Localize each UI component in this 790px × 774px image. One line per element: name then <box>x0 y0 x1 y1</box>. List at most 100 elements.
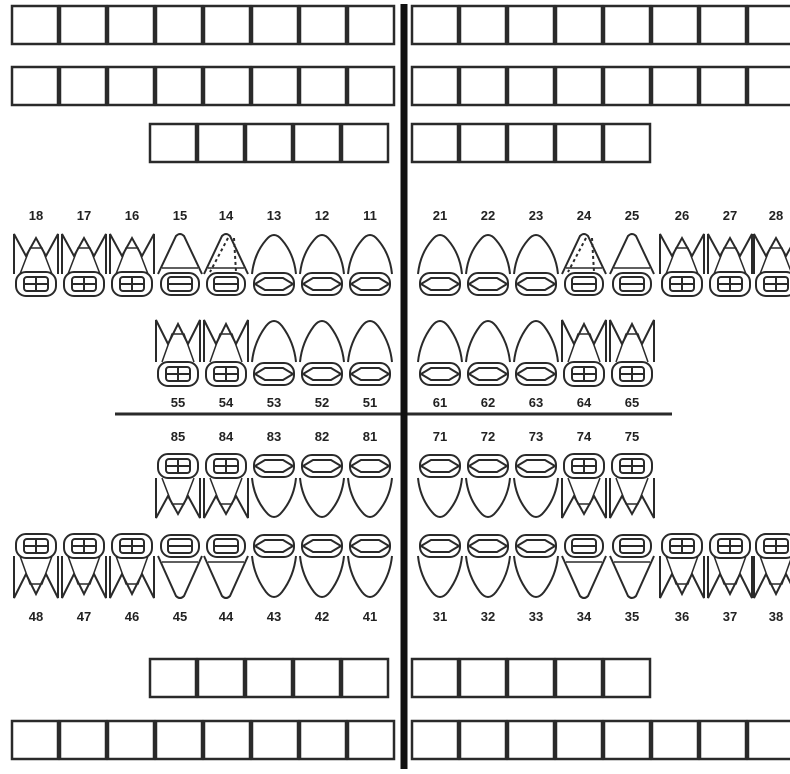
lower-permanent-label-46: 46 <box>125 609 139 624</box>
lower-primary-label-84: 84 <box>219 429 234 444</box>
root-outline <box>660 234 704 274</box>
upper-primary-label-62: 62 <box>481 395 495 410</box>
box-row-1-box <box>412 6 458 44</box>
box-row-4-box <box>508 659 554 697</box>
upper-permanent-label-25: 25 <box>625 208 639 223</box>
box-row-5-box <box>604 721 650 759</box>
occlusal-outline <box>302 535 342 557</box>
occlusal-outline <box>254 535 294 557</box>
root-outline <box>466 235 510 274</box>
tooth-71 <box>418 455 462 517</box>
occlusal-outline <box>468 273 508 295</box>
root-outline <box>252 321 296 362</box>
root-outline <box>156 478 200 518</box>
box-row-4-box <box>556 659 602 697</box>
lower-primary-label-81: 81 <box>363 429 377 444</box>
box-row-2-box <box>252 67 298 105</box>
root-outline <box>466 556 510 597</box>
upper-primary-label-64: 64 <box>577 395 592 410</box>
box-row-5-box <box>348 721 394 759</box>
root-outline <box>14 556 58 598</box>
root-outline <box>708 234 752 274</box>
box-row-4-box <box>150 659 196 697</box>
root-outline <box>62 556 106 598</box>
lower-primary-label-73: 73 <box>529 429 543 444</box>
box-row-5-box <box>748 721 790 759</box>
lower-permanent-label-41: 41 <box>363 609 377 624</box>
occlusal-outline <box>516 535 556 557</box>
root-outline <box>562 478 606 518</box>
box-row-5-box <box>252 721 298 759</box>
box-row-2-box <box>508 67 554 105</box>
tooth-23 <box>514 235 558 295</box>
tooth-36 <box>660 534 704 598</box>
box-row-2-box <box>60 67 106 105</box>
tooth-13 <box>252 235 296 295</box>
lower-permanent-label-37: 37 <box>723 609 737 624</box>
box-row-1-box <box>604 6 650 44</box>
upper-permanent-label-27: 27 <box>723 208 737 223</box>
lower-permanent-label-47: 47 <box>77 609 91 624</box>
lower-primary-label-75: 75 <box>625 429 639 444</box>
tooth-46 <box>110 534 154 598</box>
box-row-5-box <box>700 721 746 759</box>
tooth-17 <box>62 234 106 296</box>
occlusal-outline <box>302 273 342 295</box>
tooth-41 <box>348 535 392 597</box>
box-row-3 <box>150 124 650 162</box>
box-row-3-box <box>412 124 458 162</box>
lower-primary-label-74: 74 <box>577 429 592 444</box>
upper-permanent-label-16: 16 <box>125 208 139 223</box>
tooth-51 <box>348 321 392 385</box>
lower-permanent-label-38: 38 <box>769 609 783 624</box>
box-row-4-box <box>412 659 458 697</box>
root-outline <box>708 556 752 598</box>
lower-permanent-label-48: 48 <box>29 609 43 624</box>
box-row-5-box <box>156 721 202 759</box>
box-row-3-box <box>198 124 244 162</box>
box-row-3-box <box>246 124 292 162</box>
upper-primary-label-54: 54 <box>219 395 234 410</box>
box-row-5-box <box>556 721 602 759</box>
tooth-28 <box>754 234 790 296</box>
box-row-4-box <box>342 659 388 697</box>
lower-primary-label-72: 72 <box>481 429 495 444</box>
occlusal-outline <box>516 455 556 477</box>
tooth-32 <box>466 535 510 597</box>
box-row-2-box <box>748 67 790 105</box>
box-row-1-box <box>652 6 698 44</box>
box-row-1-box <box>156 6 202 44</box>
root-outline <box>252 478 296 517</box>
tooth-53 <box>252 321 296 385</box>
box-row-2-box <box>156 67 202 105</box>
root-outline <box>252 556 296 597</box>
upper-permanent-label-12: 12 <box>315 208 329 223</box>
box-row-3-box <box>342 124 388 162</box>
box-row-2-box <box>12 67 58 105</box>
tooth-65 <box>610 320 654 386</box>
tooth-83 <box>252 455 296 517</box>
root-outline <box>514 478 558 517</box>
upper-permanent-label-24: 24 <box>577 208 592 223</box>
box-row-5-box <box>108 721 154 759</box>
tooth-82 <box>300 455 344 517</box>
tooth-38 <box>754 534 790 598</box>
lower-permanent-label-35: 35 <box>625 609 639 624</box>
box-row-2-box <box>460 67 506 105</box>
tooth-22 <box>466 235 510 295</box>
root-outline <box>418 556 462 597</box>
occlusal-outline <box>468 535 508 557</box>
upper-primary-label-61: 61 <box>433 395 447 410</box>
occlusal-outline <box>420 363 460 385</box>
root-outline <box>300 556 344 597</box>
tooth-35 <box>610 535 654 598</box>
upper-permanent-label-13: 13 <box>267 208 281 223</box>
box-row-5-box <box>460 721 506 759</box>
root-outline <box>156 320 200 362</box>
root-outline <box>466 478 510 517</box>
upper-primary-label-65: 65 <box>625 395 639 410</box>
tooth-75 <box>610 454 654 518</box>
lower-permanent-label-45: 45 <box>173 609 187 624</box>
